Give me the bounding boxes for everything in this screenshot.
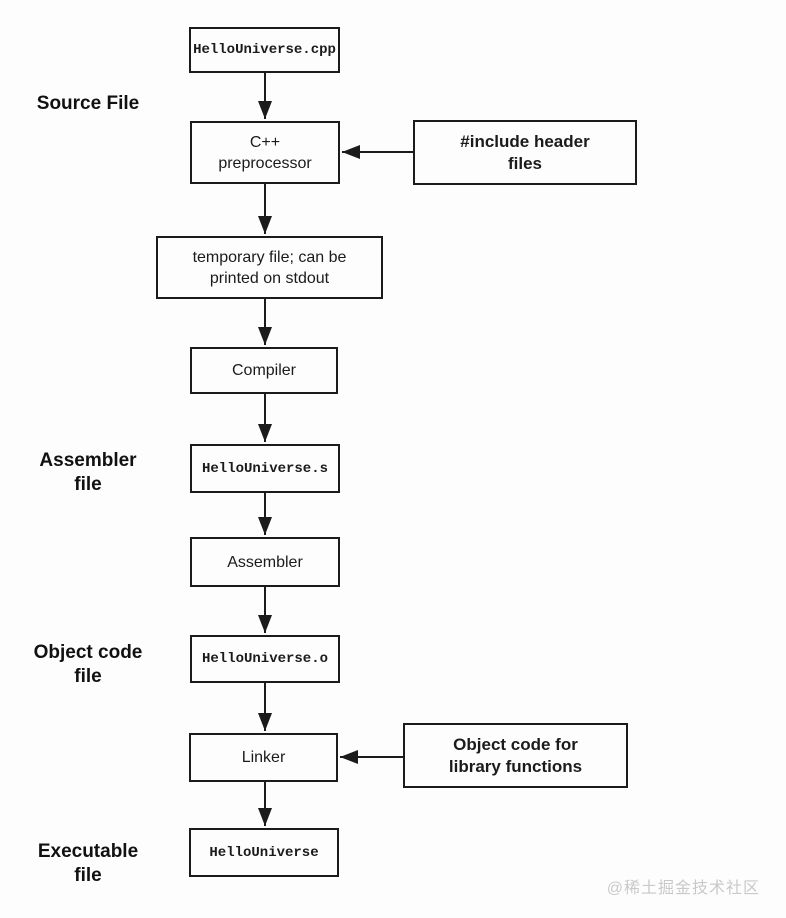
node-compiler-label: Compiler xyxy=(231,362,296,379)
node-assembler-file: HelloUniverse.s xyxy=(190,444,340,493)
node-cpp-preprocessor: C++ preprocessor xyxy=(190,121,340,184)
node-source-cpp-file-label: HelloUniverse.cpp xyxy=(193,42,336,58)
node-library-object-code: Object code for library functions xyxy=(403,723,628,788)
label-object-code-file: Object code file xyxy=(33,642,143,687)
label-executable-file: Executable file xyxy=(37,841,139,886)
watermark: @稀土掘金技术社区 xyxy=(606,880,760,897)
node-compiler: Compiler xyxy=(190,347,338,394)
node-assembler-file-label: HelloUniverse.s xyxy=(201,460,329,477)
node-source-cpp-file: HelloUniverse.cpp xyxy=(189,27,340,73)
node-include-headers: #include header files xyxy=(413,120,637,185)
node-temporary-file-label: temporary file; can be printed on stdout xyxy=(192,248,347,287)
node-temporary-file: temporary file; can be printed on stdout xyxy=(156,236,383,299)
node-cpp-preprocessor-label: C++ preprocessor xyxy=(218,133,312,172)
node-object-file: HelloUniverse.o xyxy=(190,635,340,683)
node-linker-label: Linker xyxy=(241,749,286,766)
label-source-file: Source File xyxy=(36,93,140,114)
node-library-object-code-label: Object code for library functions xyxy=(448,734,583,776)
node-include-headers-label: #include header files xyxy=(460,131,590,173)
node-linker: Linker xyxy=(189,733,338,782)
node-assembler: Assembler xyxy=(190,537,340,587)
node-assembler-label: Assembler xyxy=(227,553,303,571)
label-assembler-file: Assembler file xyxy=(39,450,137,495)
node-executable-file: HelloUniverse xyxy=(189,828,339,877)
node-object-file-label: HelloUniverse.o xyxy=(201,651,329,667)
node-executable-file-label: HelloUniverse xyxy=(209,844,319,861)
